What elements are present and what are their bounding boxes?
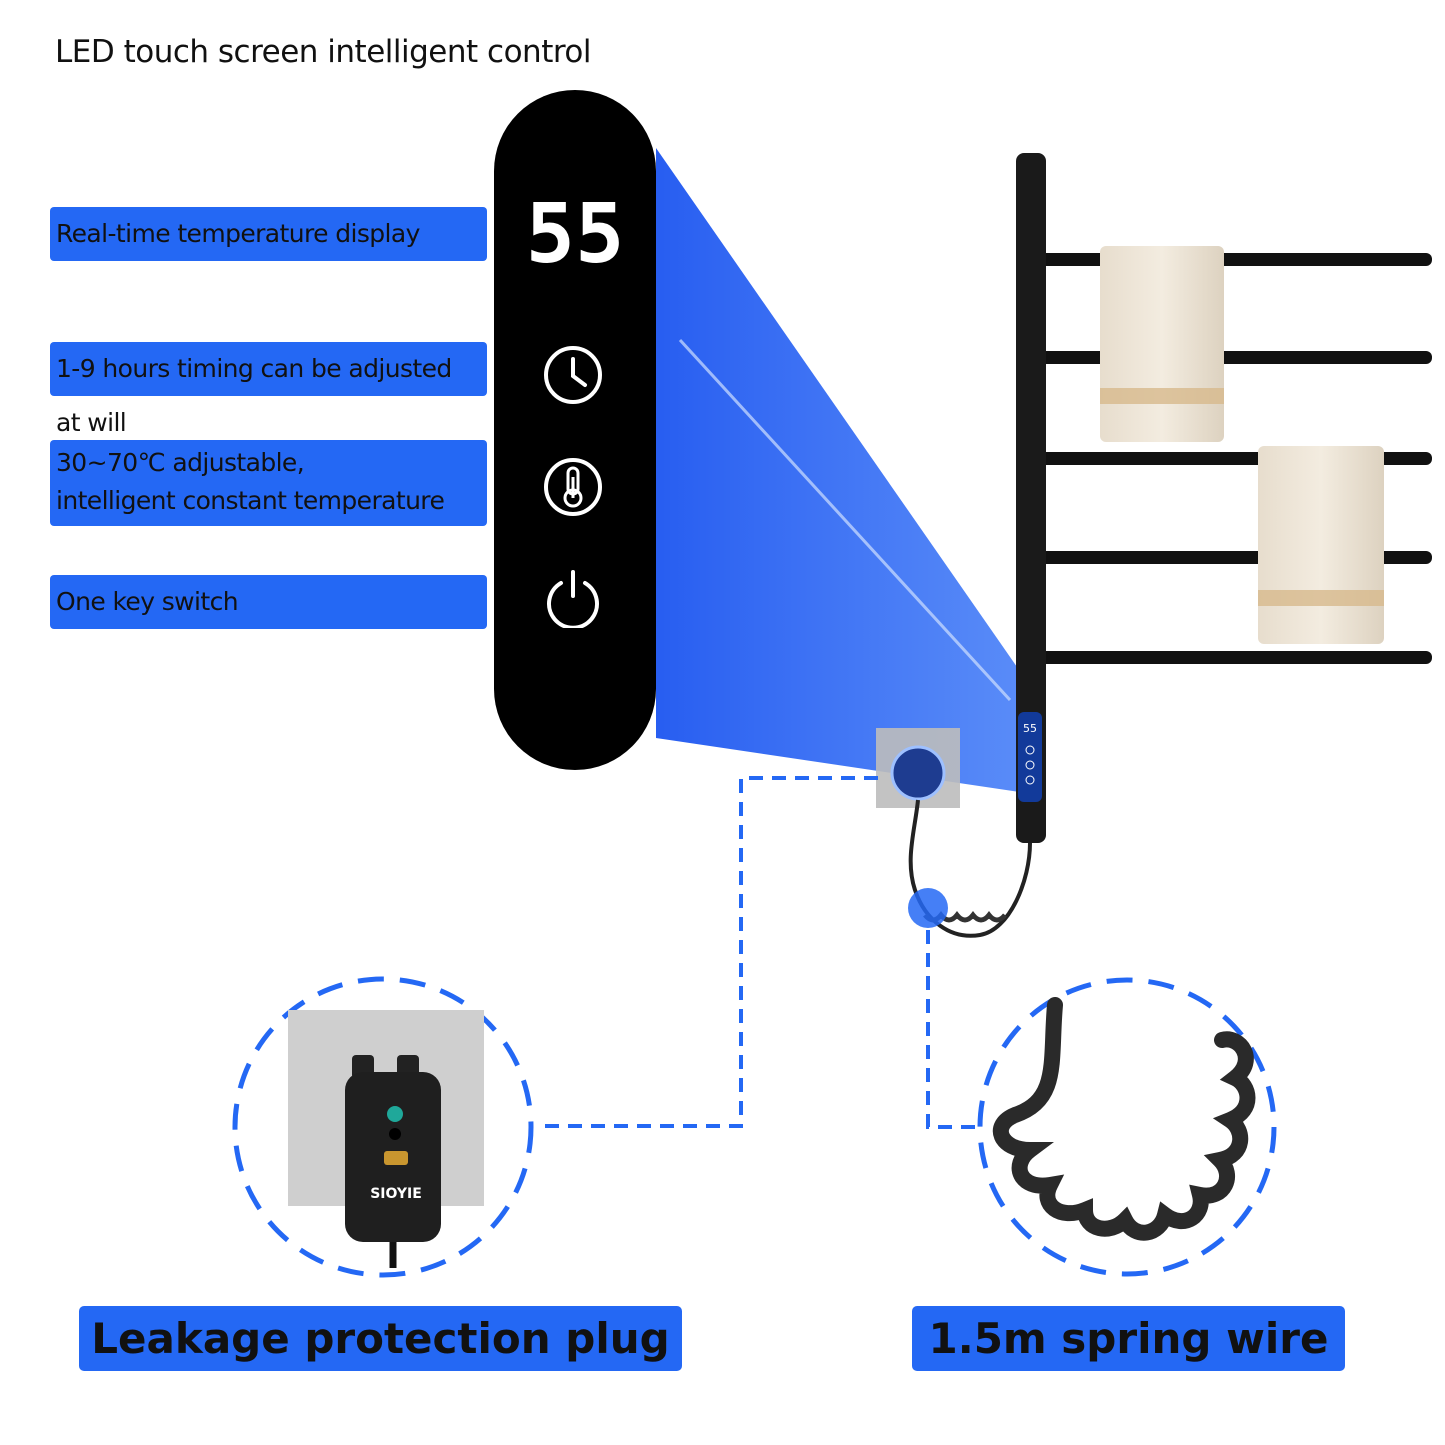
plug-brand-label: SIOYIE (370, 1186, 422, 1202)
plug-status-led (387, 1106, 403, 1122)
projection-beam (656, 148, 1040, 795)
leakage-plug-title: Leakage protection plug (79, 1306, 682, 1371)
feature-label-temperature-display: Real-time temperature display (50, 207, 487, 261)
towel-upper (1100, 246, 1224, 442)
rack-pole (1016, 153, 1046, 843)
wire-detail-view (977, 977, 1277, 1277)
wire-connector-line (926, 930, 980, 1129)
temperature-readout-value: 55 (526, 192, 625, 272)
temperature-digits: 55 (526, 192, 625, 272)
plug-connector-line (538, 776, 878, 1128)
beam-highlight (678, 338, 1012, 702)
coiled-cable (992, 997, 1256, 1241)
rack-bar-5 (1040, 651, 1432, 664)
socket-plug-highlight (890, 745, 946, 801)
mini-clock-icon (1025, 745, 1035, 755)
feature-label-timing: 1-9 hours timing can be adjusted at will (50, 342, 487, 437)
rack-mini-temperature: 55 (1023, 722, 1037, 735)
plug-detail-view (232, 976, 534, 1278)
feature-label-line-2: intelligent constant temperature (56, 486, 445, 515)
feature-label-line-1: 30~70℃ adjustable, (56, 448, 305, 477)
clock-icon[interactable] (543, 345, 603, 405)
spring-wire-title: 1.5m spring wire (912, 1306, 1345, 1371)
rack-bar-1 (1040, 253, 1432, 266)
power-icon[interactable] (543, 568, 603, 628)
towel-lower (1258, 446, 1384, 644)
touch-control-panel (494, 90, 656, 770)
plug-test-hole (389, 1128, 401, 1140)
rack-control-strip (1018, 712, 1042, 802)
mini-thermometer-icon (1025, 760, 1035, 770)
feature-label-constant-temperature: 30~70℃ adjustable, intelligent constant t… (50, 440, 487, 526)
feature-label-power-switch: One key switch (50, 575, 487, 629)
mini-power-icon (1025, 775, 1035, 785)
rack-bar-2 (1040, 351, 1432, 364)
page-headline: LED touch screen intelligent control (55, 34, 592, 70)
plug-reset-button (384, 1151, 408, 1165)
thermometer-icon[interactable] (543, 457, 603, 517)
plug-cable (908, 799, 1032, 938)
spring-wire-marker (908, 888, 948, 928)
